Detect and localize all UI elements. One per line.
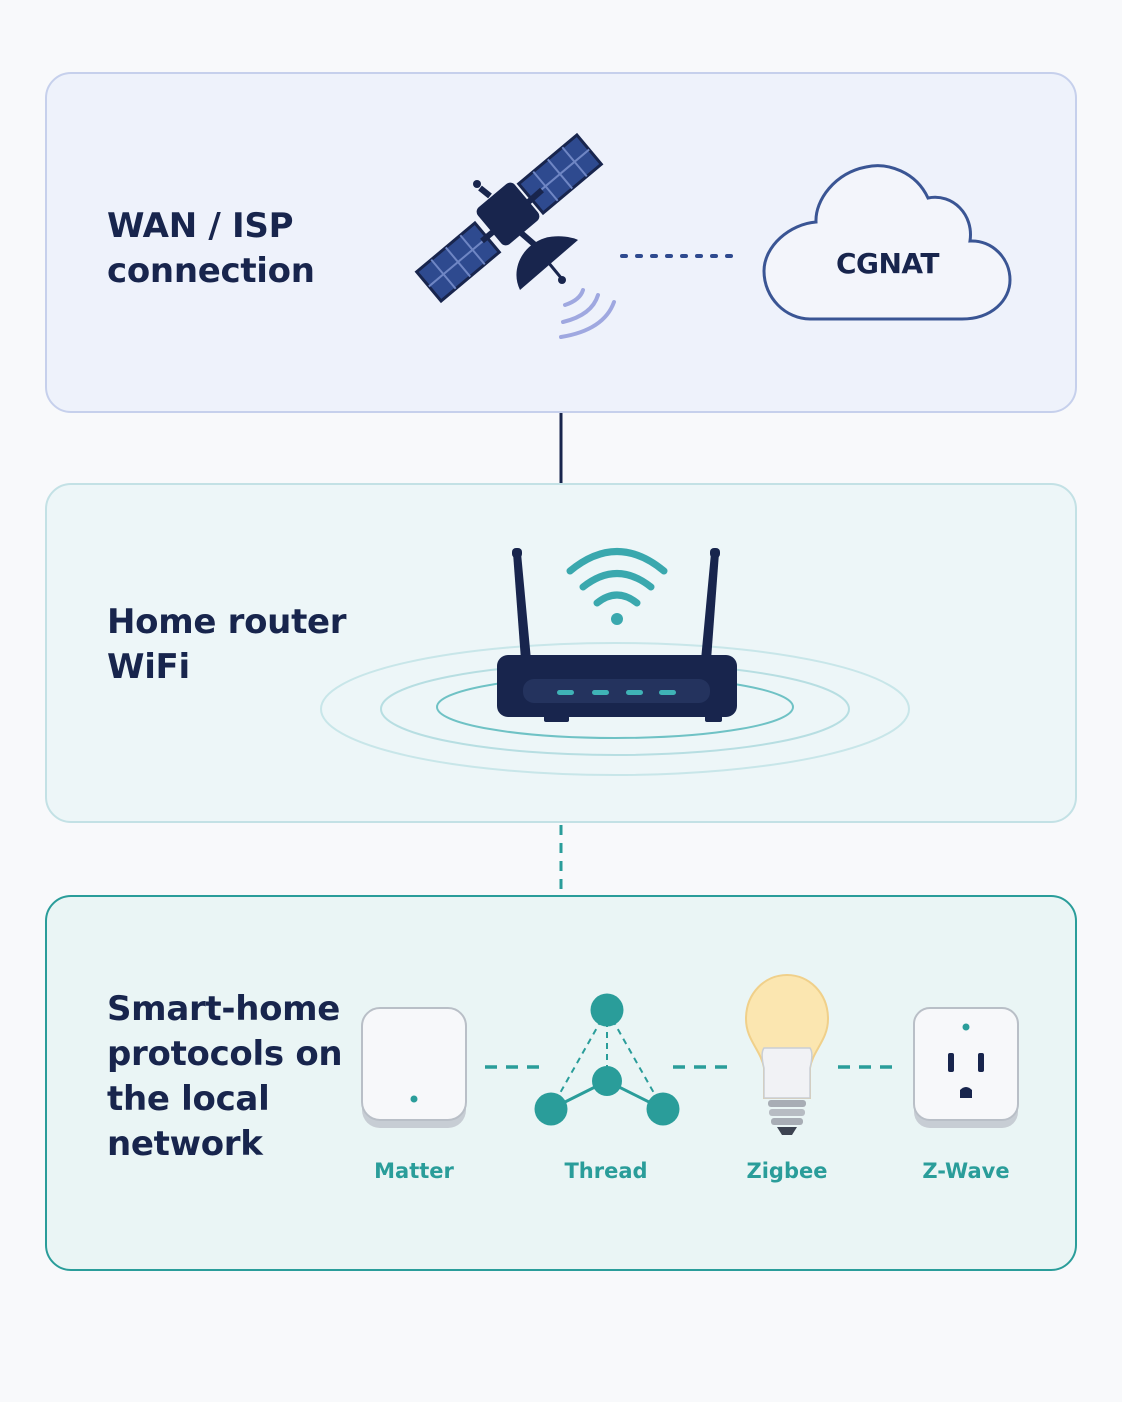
protocol-label-matter: Matter: [374, 1159, 454, 1183]
router-smarthome-connector: [559, 825, 563, 895]
wan-layer-panel: WAN / ISP connection: [45, 72, 1077, 413]
router-layer-title: Home router WiFi: [107, 602, 347, 687]
protocol-label-zwave: Z-Wave: [922, 1159, 1010, 1183]
smarthome-layer-title: Smart-home protocols on the local networ…: [107, 989, 343, 1164]
protocol-label-zigbee: Zigbee: [746, 1159, 828, 1183]
cgnat-label: CGNAT: [835, 247, 940, 280]
smarthome-layer-panel: Smart-home protocols on the local networ…: [45, 895, 1077, 1271]
router-layer-panel: Home router WiFi: [45, 483, 1077, 823]
wan-router-connector: [559, 413, 563, 483]
protocol-label-thread: Thread: [564, 1159, 648, 1183]
wan-layer-title: WAN / ISP connection: [107, 206, 315, 291]
